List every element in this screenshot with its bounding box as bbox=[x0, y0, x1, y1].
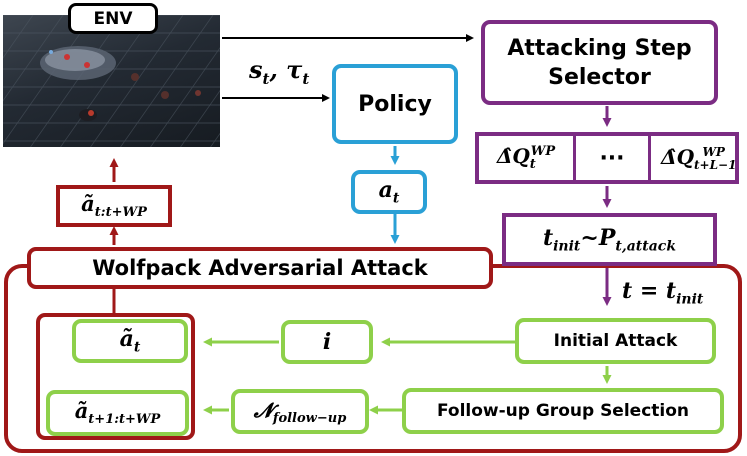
perturbed-actions-group bbox=[36, 313, 195, 440]
attacking-step-selector: Attacking Step Selector bbox=[481, 20, 718, 105]
state-tau-sub: t bbox=[302, 69, 310, 88]
delta-q-first-label: Δ̂QtWP bbox=[496, 144, 556, 172]
initial-attack-label: Initial Attack bbox=[553, 331, 678, 351]
nfollow-label: 𝓝follow−up bbox=[253, 397, 347, 426]
delta-q-ellipsis: ··· bbox=[599, 145, 625, 171]
follow-up-selection-box: Follow-up Group Selection bbox=[402, 388, 724, 434]
state-tau-symbol: τ bbox=[286, 55, 303, 84]
env-label: ENV bbox=[68, 3, 158, 34]
state-separator: , bbox=[269, 55, 287, 84]
env-scene bbox=[3, 15, 220, 147]
follow-up-group-box: 𝓝follow−up bbox=[231, 389, 369, 434]
policy-label: Policy bbox=[358, 91, 432, 117]
perturbed-action-rest: ãt+1:t+WP bbox=[46, 390, 189, 436]
wolfpack-title-box: Wolfpack Adversarial Attack bbox=[27, 247, 493, 289]
action-label: at bbox=[378, 177, 400, 207]
action-box: at bbox=[351, 170, 427, 214]
delta-q-last-cell: Δ̂Qt+L−1WP bbox=[651, 136, 737, 180]
selector-title: Attacking Step Selector bbox=[507, 35, 692, 90]
agent-i-box: i bbox=[281, 320, 373, 364]
state-s-sub: t bbox=[262, 69, 270, 88]
delta-q-first-cell: Δ̂QtWP bbox=[479, 136, 576, 180]
policy-box: Policy bbox=[332, 64, 458, 144]
sampler-label: tinit~Pt,attack bbox=[542, 224, 677, 255]
delta-q-last-label: Δ̂Qt+L−1WP bbox=[661, 144, 737, 172]
env-screenshot bbox=[3, 15, 220, 147]
attack-time-sampler: tinit~Pt,attack bbox=[502, 213, 717, 266]
wolfpack-title: Wolfpack Adversarial Attack bbox=[92, 256, 428, 280]
state-label: st, τt bbox=[249, 55, 309, 88]
follow-up-selection-label: Follow-up Group Selection bbox=[436, 401, 690, 421]
output-label: ãt:t+WP bbox=[81, 191, 147, 221]
i-label: i bbox=[322, 329, 332, 355]
initial-attack-box: Initial Attack bbox=[515, 318, 716, 364]
delta-q-row: Δ̂QtWP ··· Δ̂Qt+L−1WP bbox=[475, 132, 739, 184]
state-s-symbol: s bbox=[249, 55, 263, 84]
attacked-actions-output: ãt:t+WP bbox=[56, 185, 172, 227]
delta-q-ellipsis-cell: ··· bbox=[576, 136, 651, 180]
init-time-label: t = tinit bbox=[622, 278, 704, 308]
at-label: ãt bbox=[119, 326, 141, 356]
action-sub: t bbox=[392, 190, 400, 207]
arest-label: ãt+1:t+WP bbox=[74, 398, 161, 428]
perturbed-action-current: ãt bbox=[72, 319, 188, 363]
